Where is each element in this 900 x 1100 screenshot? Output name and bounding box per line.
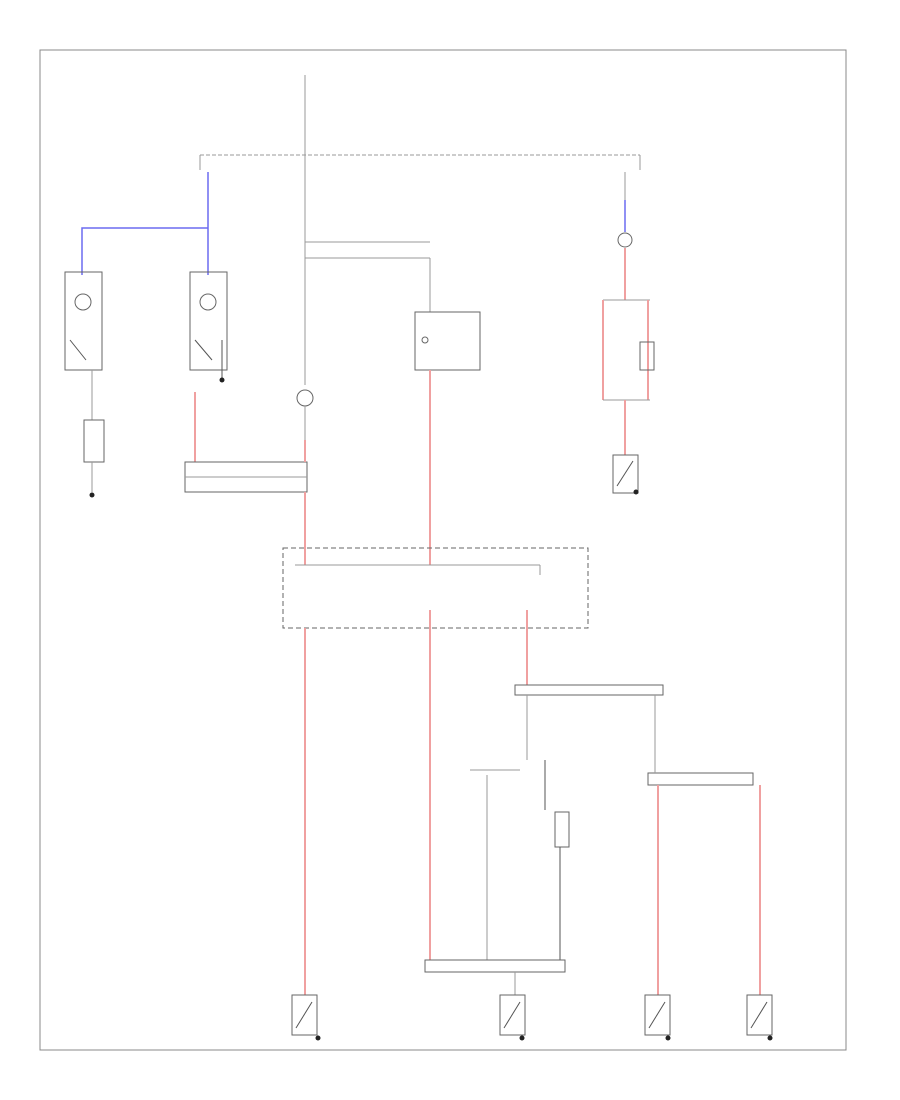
vanity-lamp-left: [64, 271, 103, 371]
key-switch-box: [414, 311, 481, 371]
ground-icon: [219, 377, 225, 383]
door-switch-front-left: [291, 994, 321, 1041]
bulb-icon: [74, 293, 92, 311]
integration-relay: [282, 547, 589, 629]
connector-box: [83, 419, 105, 463]
dome-bulb-icon: [296, 389, 314, 407]
luggage-switch-box: [612, 454, 639, 494]
lock-switch-box: [554, 811, 570, 848]
ground-icon: [315, 1035, 321, 1041]
dome-lamp-stack: [296, 240, 430, 440]
top-power-feed: [199, 75, 641, 240]
ground-icon: [89, 492, 95, 498]
door-switch-front-right: [499, 994, 526, 1041]
diagram-frame: [39, 49, 847, 1051]
ground-icon: [767, 1035, 773, 1041]
ground-icon: [665, 1035, 671, 1041]
door-switch-distribution: [424, 684, 761, 995]
junction-connector: [184, 440, 308, 493]
luggage-relay-box: [639, 341, 655, 371]
door-switch-rear-left: [644, 994, 671, 1041]
vanity-lamp-right: [189, 271, 228, 371]
luggage-bulb-icon: [617, 232, 633, 248]
relay-output-wires: [304, 610, 528, 995]
ground-icon: [519, 1035, 525, 1041]
bulb-icon: [199, 293, 217, 311]
ignition-key-switch: [414, 258, 481, 565]
luggage-lamp-circuit: [602, 172, 655, 495]
vanity-lamp-circuit: [64, 172, 228, 498]
ground-icon: [633, 489, 639, 495]
door-switch-rear-right: [746, 994, 773, 1041]
